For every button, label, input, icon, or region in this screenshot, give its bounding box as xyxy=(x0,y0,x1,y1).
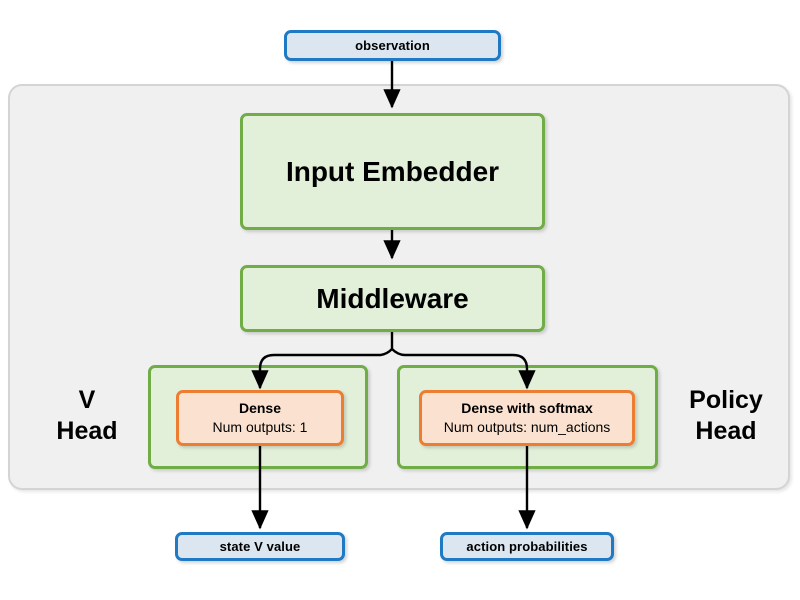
v-head-dense-detail: Num outputs: 1 xyxy=(212,419,308,435)
middleware-label: Middleware xyxy=(316,282,469,314)
policy-head-dense-box: Dense with softmax Num outputs: num_acti… xyxy=(419,390,635,446)
v-head-caption: V Head xyxy=(56,386,118,445)
policy-head-dense-title: Dense with softmax xyxy=(461,400,593,417)
observation-label: observation xyxy=(355,38,430,53)
state-value-output-box: state V value xyxy=(175,532,345,561)
action-probabilities-output-box: action probabilities xyxy=(440,532,614,561)
input-embedder-label: Input Embedder xyxy=(285,155,500,187)
policy-head-caption: Policy Head xyxy=(689,386,763,445)
middleware-box: Middleware xyxy=(240,265,545,332)
policy-head-dense-detail: Num outputs: num_actions xyxy=(443,419,611,435)
action-probabilities-output-label: action probabilities xyxy=(466,539,588,554)
state-value-output-label: state V value xyxy=(219,539,301,554)
input-embedder-box: Input Embedder xyxy=(240,113,545,230)
observation-box: observation xyxy=(284,30,501,61)
v-head-dense-box: Dense Num outputs: 1 xyxy=(176,390,344,446)
v-head-dense-title: Dense xyxy=(238,400,282,417)
